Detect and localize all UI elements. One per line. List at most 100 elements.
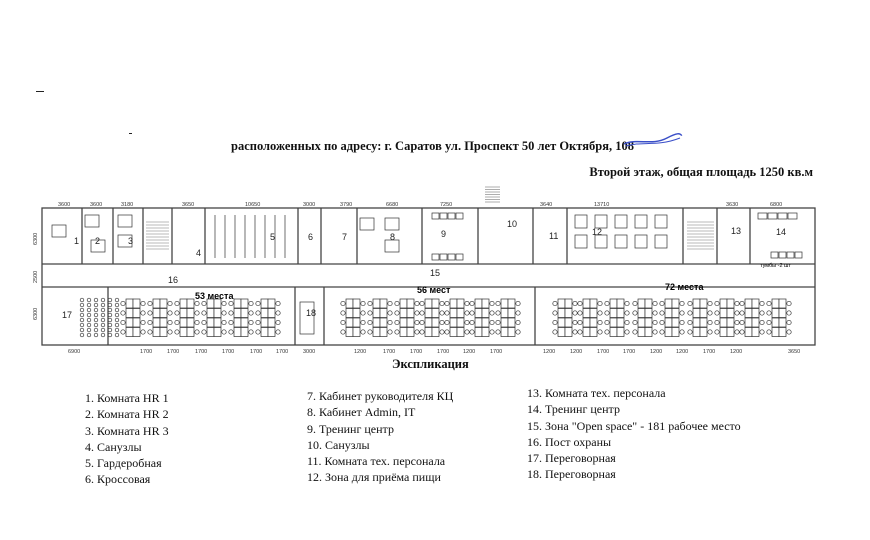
legend-item: 17. Переговорная — [527, 451, 616, 466]
legend-item: 16. Пост охраны — [527, 434, 612, 449]
legend-col-1: 1. Комната HR 1 2. Комната HR 2 3. Комна… — [85, 390, 169, 488]
legend-col-3: 13. Комната тех. персонала 14. Тренинг ц… — [527, 385, 741, 483]
chair-icon — [79, 312, 85, 318]
chair-icon — [107, 297, 113, 303]
floor-line: Второй этаж, общая площадь 1250 кв.м — [589, 165, 813, 179]
dimension-label: 1700 — [597, 349, 609, 355]
dimension-label: 1200 — [463, 349, 475, 355]
chair-icon — [86, 302, 92, 308]
table-icon — [614, 234, 628, 249]
dimension-label: 6680 — [386, 202, 398, 208]
legend-item: 2. Комната HR 2 — [85, 407, 169, 422]
dimension-label: 3790 — [340, 202, 352, 208]
desk-cluster — [174, 298, 200, 337]
chair-icon — [86, 307, 92, 313]
dimension-label: 1700 — [383, 349, 395, 355]
table-icon — [574, 234, 588, 249]
dimension-label: 3650 — [182, 202, 194, 208]
stairs-icon — [146, 186, 714, 250]
dimension-label: 1700 — [250, 349, 262, 355]
chair-icon — [114, 307, 120, 313]
dimension-label: 1700 — [222, 349, 234, 355]
dimension-label: 3650 — [788, 349, 800, 355]
legend-item: 6. Кроссовая — [85, 472, 151, 487]
chair-icon — [100, 297, 106, 303]
legend-item: 4. Санузлы — [85, 439, 142, 454]
room-number: 6 — [308, 232, 313, 242]
seat-count-2: 56 мест — [417, 285, 451, 295]
legend-item: 10. Санузлы — [307, 437, 370, 452]
desk-icon — [84, 214, 100, 228]
legend-item: 1. Комната HR 1 — [85, 391, 169, 405]
dimension-label: 1200 — [650, 349, 662, 355]
desk-cluster — [632, 298, 658, 337]
chair-icon — [107, 302, 113, 308]
desk-icon — [117, 234, 133, 248]
dimension-label: 6300 — [33, 233, 39, 245]
desk-cluster — [255, 298, 281, 337]
dimension-label: 7250 — [440, 202, 452, 208]
desk-cluster — [495, 298, 521, 337]
desk-cluster — [419, 298, 445, 337]
dimension-label: 1200 — [543, 349, 555, 355]
legend-item: 14. Тренинг центр — [527, 402, 620, 417]
chair-icon — [107, 317, 113, 323]
desk-icon — [90, 239, 106, 253]
dimension-label: 1700 — [437, 349, 449, 355]
dimension-label: 1700 — [623, 349, 635, 355]
desk-cluster — [228, 298, 254, 337]
chair-icon — [93, 297, 99, 303]
desk-cluster — [201, 298, 227, 337]
chair-icon — [114, 317, 120, 323]
legend-item: 8. Кабинет Admin, IT — [307, 405, 416, 420]
legend-item: 9. Тренинг центр — [307, 421, 394, 436]
room-number: 18 — [306, 308, 316, 318]
chair-icon — [86, 312, 92, 318]
stamp-scribble — [623, 133, 683, 147]
address-line: расположенных по адресу: г. Саратов ул. … — [231, 139, 634, 153]
seat-count-1: 53 места — [195, 291, 234, 301]
furniture — [51, 212, 803, 338]
meeting-table — [299, 301, 315, 335]
room-number: 14 — [776, 227, 786, 237]
desk-icon — [384, 239, 400, 253]
table-icon — [654, 234, 668, 249]
dimension-label: 13710 — [594, 202, 609, 208]
legend-item: 11. Комната тех. персонала — [307, 454, 446, 469]
room-number: 2 — [95, 236, 100, 246]
desk-cluster — [687, 298, 713, 337]
chair-icon — [100, 307, 106, 313]
explication-title: Экспликация — [392, 357, 469, 371]
chair-icon — [114, 297, 120, 303]
table-icon — [634, 234, 648, 249]
dimension-label: 1700 — [490, 349, 502, 355]
chair-icon — [79, 307, 85, 313]
chair-icon — [93, 322, 99, 328]
chair-icon — [107, 332, 113, 338]
chair-icon — [93, 312, 99, 318]
chair-icon — [79, 327, 85, 333]
chair-icon — [107, 312, 113, 318]
desk-cluster — [577, 298, 603, 337]
desk-cluster — [714, 298, 740, 337]
dimension-label: 10650 — [245, 202, 260, 208]
dimension-label: 2500 — [33, 271, 39, 283]
desk-cluster — [739, 298, 765, 337]
legend-item: 7. Кабинет руководителя КЦ — [307, 389, 454, 403]
chair-icon — [107, 327, 113, 333]
desk-cluster — [766, 298, 792, 337]
desk-cluster — [444, 298, 470, 337]
chair-icon — [107, 322, 113, 328]
room-number: 16 — [168, 275, 178, 285]
seat-count-3: 72 места — [665, 282, 704, 292]
room-number: 1 — [74, 236, 79, 246]
chair-icon — [100, 332, 106, 338]
table-icon — [594, 214, 608, 229]
dimension-label: 1700 — [410, 349, 422, 355]
dimension-label: 1700 — [140, 349, 152, 355]
legend-item: 5. Гардеробная — [85, 456, 162, 471]
chair-icon — [79, 302, 85, 308]
legend-item: 3. Комната HR 3 — [85, 423, 169, 438]
